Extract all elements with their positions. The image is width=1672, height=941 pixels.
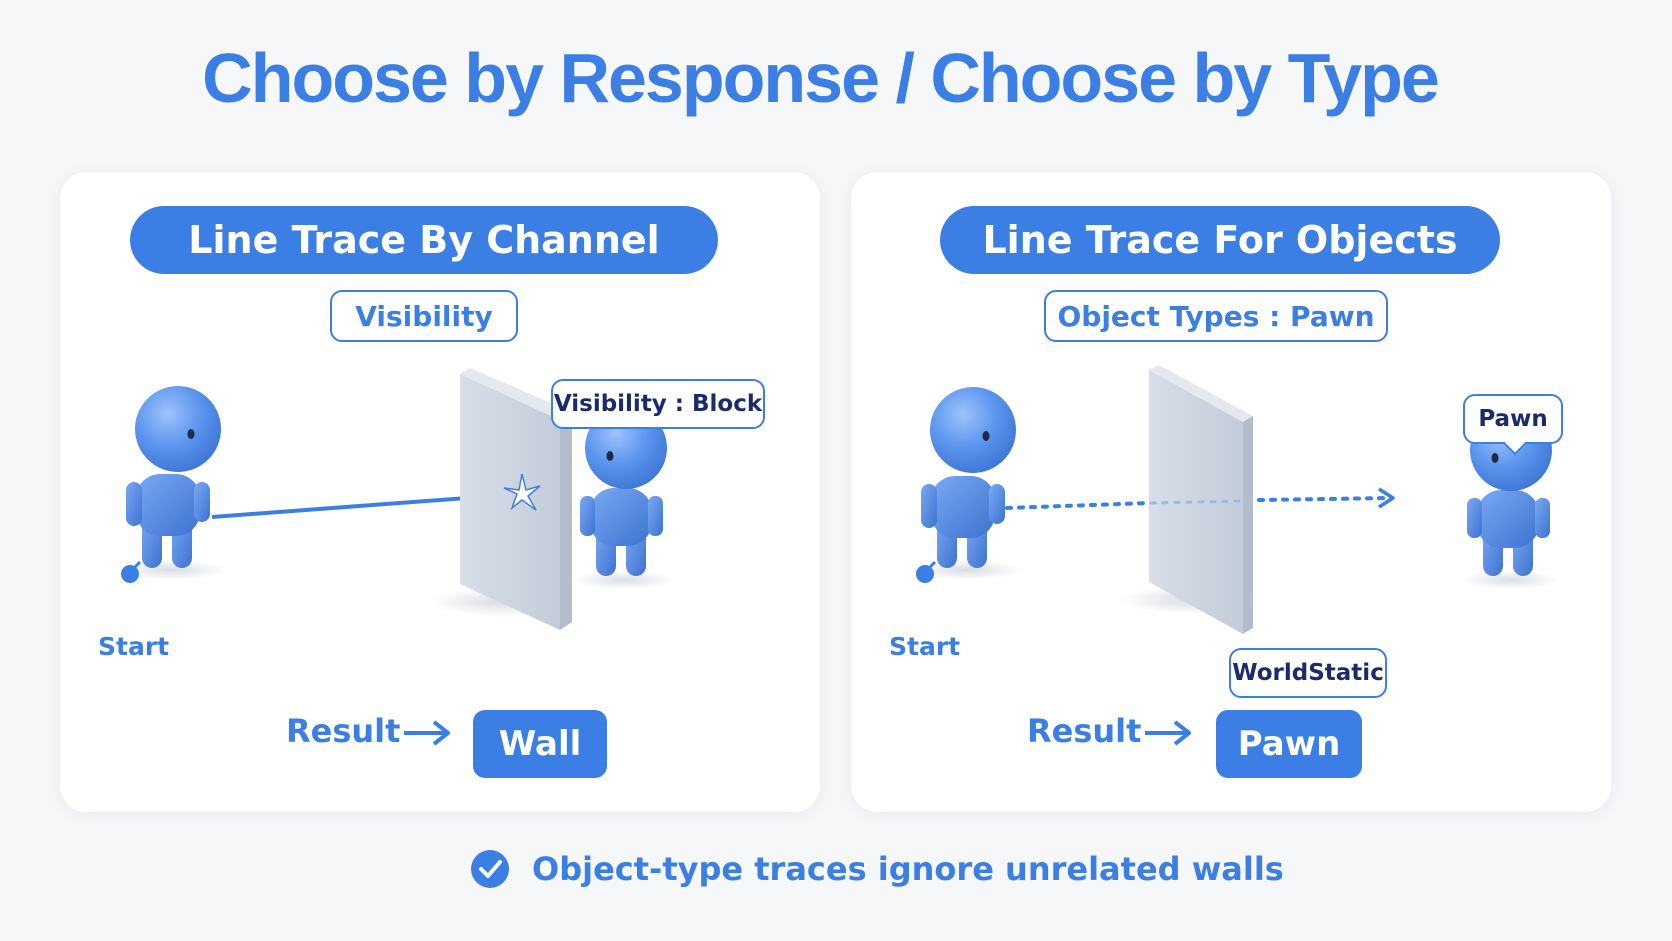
- panel-heading: Line Trace By Channel: [130, 206, 718, 274]
- wall: [430, 368, 572, 630]
- channel-tag: Visibility: [330, 290, 518, 342]
- block-response-bubble: Visibility : Block: [551, 379, 765, 429]
- footer-text: Object-type traces ignore unrelated wall…: [532, 850, 1284, 888]
- trace-scene-channel: [117, 368, 674, 630]
- start-character: [117, 386, 227, 580]
- panel-line-trace-by-channel: Line Trace By Channel Visibility: [60, 172, 820, 812]
- footer-note: Object-type traces ignore unrelated wall…: [470, 846, 1284, 892]
- start-point-icon: [916, 565, 934, 583]
- impact-icon: [503, 473, 541, 511]
- arrow-right-icon: [1145, 720, 1191, 746]
- start-label: Start: [98, 632, 170, 661]
- worldstatic-bubble: WorldStatic: [1229, 648, 1387, 698]
- start-point-icon: [121, 565, 139, 583]
- result-value: Pawn: [1216, 710, 1362, 778]
- panel-line-trace-for-objects: Line Trace For Objects Object Types : Pa…: [851, 172, 1611, 812]
- panel-heading: Line Trace For Objects: [940, 206, 1500, 274]
- start-label: Start: [889, 632, 961, 661]
- trace-arrowhead-icon: [1378, 487, 1395, 509]
- target-character: [574, 407, 674, 589]
- page-title: Choose by Response / Choose by Type: [202, 39, 1440, 117]
- wall: [1121, 365, 1261, 634]
- start-character: [912, 387, 1022, 580]
- check-circle-icon: [471, 850, 509, 888]
- result-label: Result: [1027, 712, 1142, 750]
- result-label: Result: [286, 712, 401, 750]
- result-value: Wall: [473, 710, 607, 778]
- trace-line-dotted: [1005, 501, 1151, 510]
- object-types-tag: Object Types : Pawn: [1044, 290, 1388, 342]
- pawn-bubble: Pawn: [1463, 394, 1563, 444]
- arrow-right-icon: [404, 720, 450, 746]
